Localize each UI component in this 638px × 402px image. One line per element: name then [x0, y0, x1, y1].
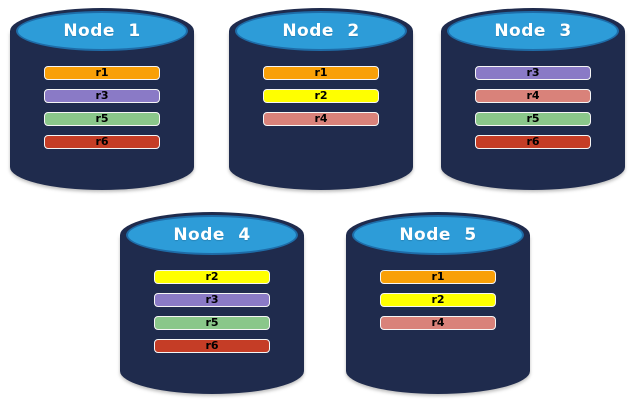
replica-bar: r6	[475, 135, 591, 149]
node-name: Node 5	[399, 225, 477, 245]
node-cylinder-3: Node 3 r3 r4 r5 r6	[441, 8, 625, 190]
replica-bar-list: r1 r3 r5 r6	[10, 66, 194, 149]
cylinder-body	[441, 31, 625, 190]
replica-bar: r2	[263, 89, 379, 103]
node-cap: Node 2	[235, 11, 407, 51]
replica-bar: r1	[44, 66, 160, 80]
node-name: Node 1	[63, 21, 141, 41]
replica-bar: r5	[154, 316, 270, 330]
node-cylinder-4: Node 4 r2 r3 r5 r6	[120, 212, 304, 394]
replica-bar: r6	[154, 339, 270, 353]
node-cylinder-1: Node 1 r1 r3 r5 r6	[10, 8, 194, 190]
node-cap: Node 1	[16, 11, 188, 51]
cylinder-body	[346, 235, 530, 394]
replica-bar-list: r1 r2 r4	[229, 66, 413, 126]
replica-bar: r3	[154, 293, 270, 307]
replica-bar: r3	[44, 89, 160, 103]
node-name: Node 4	[173, 225, 251, 245]
replica-bar: r5	[475, 112, 591, 126]
replica-bar: r6	[44, 135, 160, 149]
replica-bar: r4	[475, 89, 591, 103]
replica-bar: r2	[380, 293, 496, 307]
replica-bar: r1	[263, 66, 379, 80]
node-name: Node 2	[282, 21, 360, 41]
replica-bar: r2	[154, 270, 270, 284]
replica-bar: r1	[380, 270, 496, 284]
node-cap: Node 5	[352, 215, 524, 255]
node-cap: Node 3	[447, 11, 619, 51]
node-cylinder-5: Node 5 r1 r2 r4	[346, 212, 530, 394]
cylinder-body	[10, 31, 194, 190]
node-cap: Node 4	[126, 215, 298, 255]
replica-bar: r5	[44, 112, 160, 126]
replica-bar-list: r1 r2 r4	[346, 270, 530, 330]
node-name: Node 3	[494, 21, 572, 41]
replica-bar: r3	[475, 66, 591, 80]
node-cylinder-2: Node 2 r1 r2 r4	[229, 8, 413, 190]
cylinder-body	[120, 235, 304, 394]
cylinder-body	[229, 31, 413, 190]
replica-bar-list: r2 r3 r5 r6	[120, 270, 304, 353]
replica-bar: r4	[380, 316, 496, 330]
replica-bar: r4	[263, 112, 379, 126]
replica-bar-list: r3 r4 r5 r6	[441, 66, 625, 149]
